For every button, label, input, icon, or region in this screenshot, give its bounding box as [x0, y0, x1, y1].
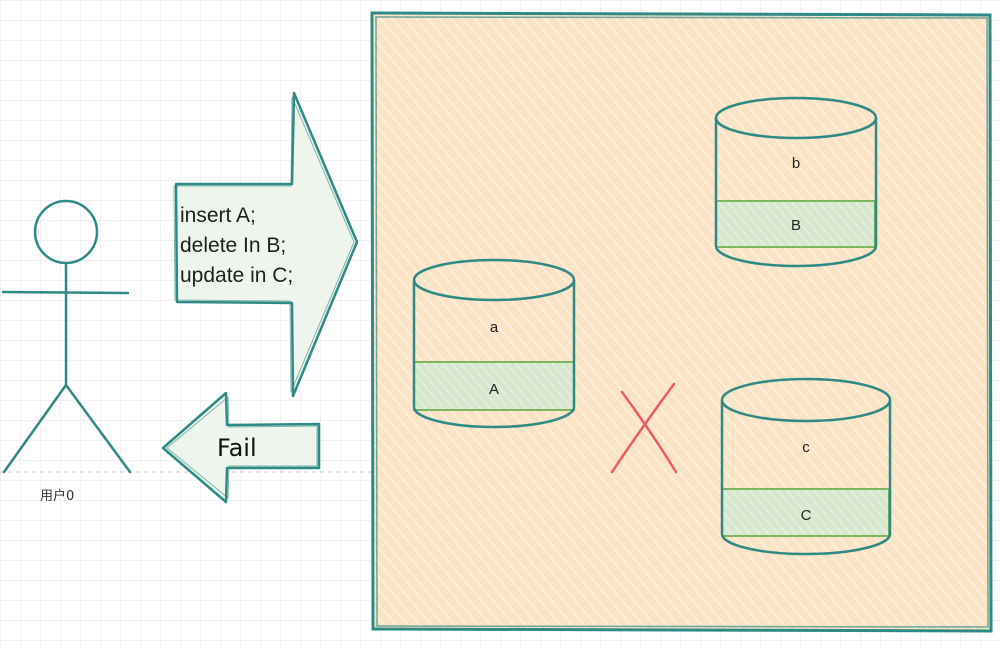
user-arms: [1, 290, 130, 295]
database-a-top-label: a: [490, 319, 499, 336]
user-figure[interactable]: [1, 199, 132, 474]
request-arrow[interactable]: [173, 91, 359, 398]
database-b-top-label: b: [792, 155, 800, 172]
user-left-leg: [2, 383, 68, 474]
request-line-2: delete In B;: [180, 234, 286, 257]
database-c-top-label: c: [802, 439, 810, 456]
request-line-1: insert A;: [180, 204, 256, 227]
response-label: Fail: [217, 434, 257, 462]
database-a-band-label: A: [489, 381, 499, 398]
database-b[interactable]: [714, 96, 878, 268]
database-c-band: [721, 488, 890, 537]
database-c[interactable]: [720, 377, 892, 556]
response-arrow[interactable]: [161, 391, 321, 504]
cross-icon: [610, 382, 678, 474]
user-right-leg: [64, 383, 132, 474]
database-b-band-label: B: [791, 217, 801, 234]
request-line-3: update in C;: [180, 264, 293, 287]
database-a[interactable]: [412, 258, 576, 429]
user-label: 用户0: [40, 488, 74, 504]
database-c-band-label: C: [801, 507, 812, 524]
